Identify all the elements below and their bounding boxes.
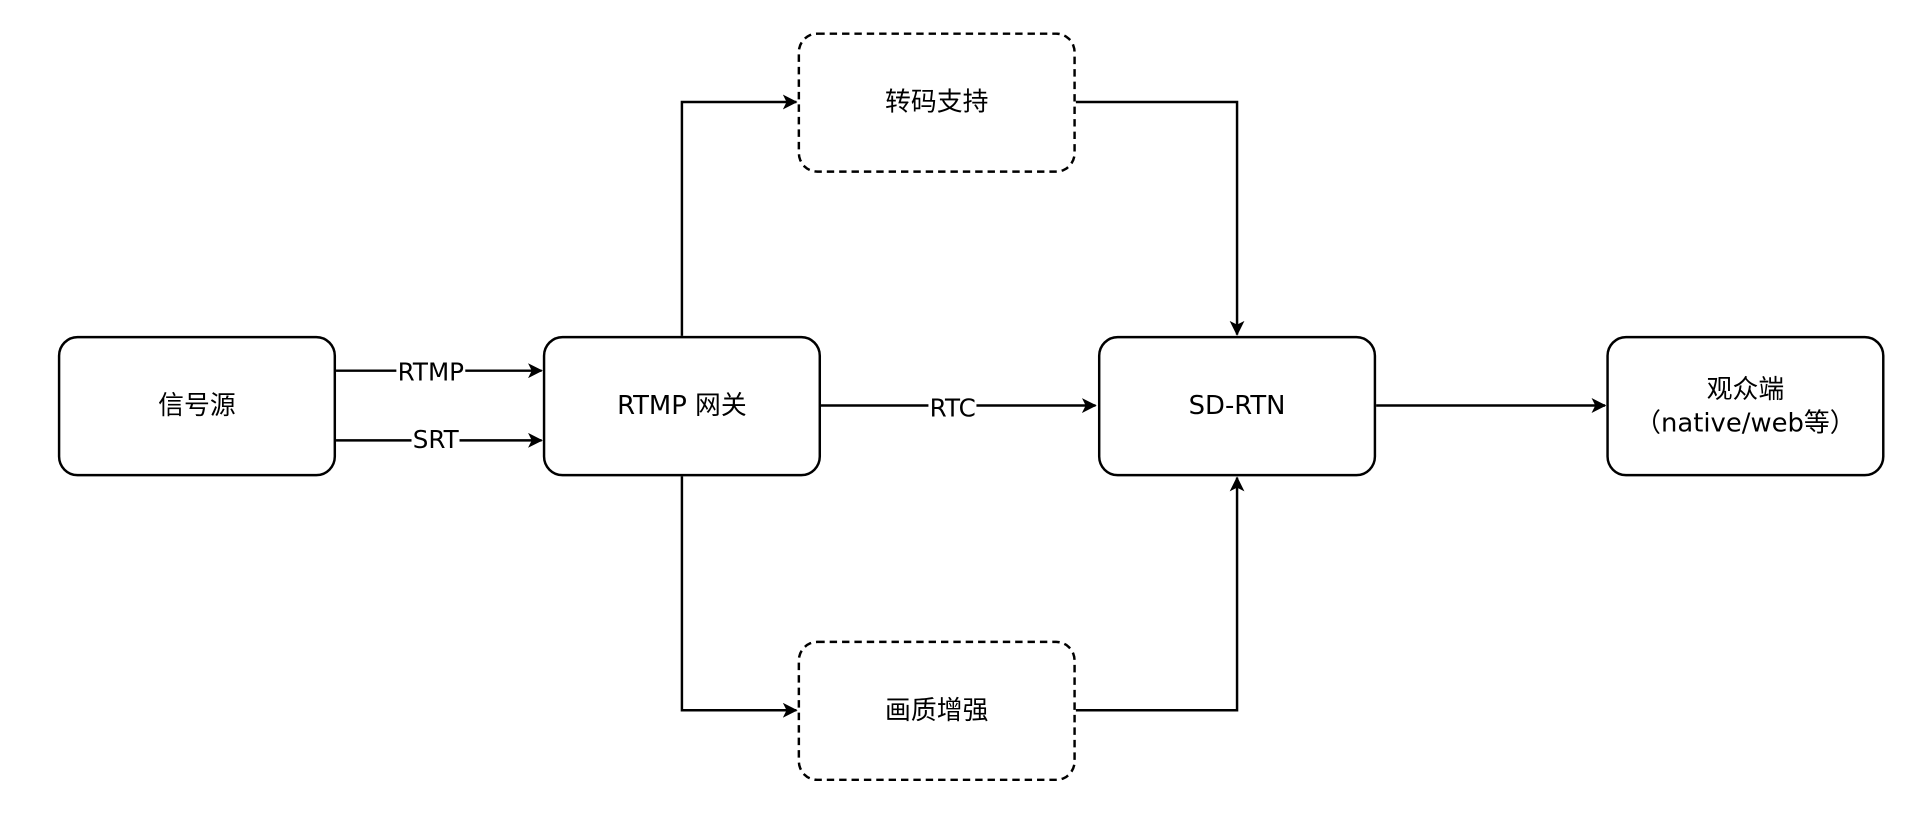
edge-label-rtmp: RTMP <box>396 356 466 387</box>
node-viewer-label-line1: 观众端 <box>1706 374 1785 405</box>
node-viewer-label-line2: （native/web等） <box>1635 407 1856 438</box>
node-enhance-label: 画质增强 <box>885 695 989 726</box>
edge-gateway-enhance <box>680 476 798 718</box>
node-viewer[interactable]: 观众端 （native/web等） <box>1606 335 1885 477</box>
edge-label-srt: SRT <box>411 424 460 455</box>
edge-label-rtc: RTC <box>928 393 977 423</box>
node-transcode[interactable]: 转码支持 <box>797 32 1076 173</box>
node-sdrtn-label: SD-RTN <box>1188 391 1286 421</box>
node-gateway-label: RTMP 网关 <box>617 391 747 421</box>
node-source[interactable]: 信号源 <box>57 335 337 477</box>
node-enhance[interactable]: 画质增强 <box>797 640 1076 782</box>
edge-gateway-transcode <box>680 94 798 336</box>
node-source-label: 信号源 <box>158 391 236 421</box>
edge-transcode-sdrtn <box>1075 100 1245 336</box>
node-transcode-label: 转码支持 <box>885 87 989 118</box>
node-sdrtn[interactable]: SD-RTN <box>1097 335 1377 477</box>
node-gateway[interactable]: RTMP 网关 <box>542 335 822 477</box>
edge-enhance-sdrtn <box>1075 476 1245 712</box>
